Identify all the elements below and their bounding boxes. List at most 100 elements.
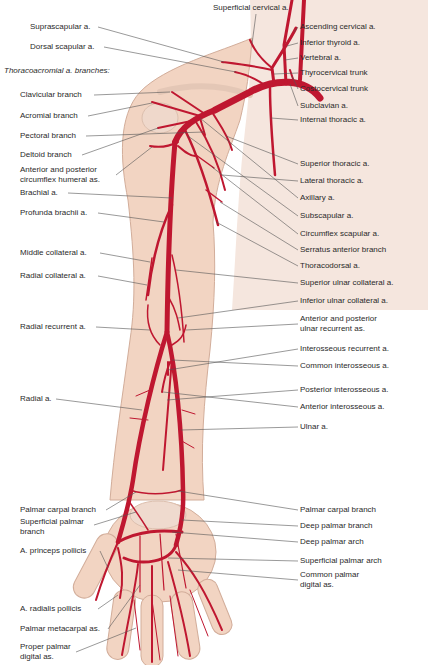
leader-line: [94, 92, 170, 95]
part-label: Subclavian a.: [300, 101, 348, 111]
leader-line: [181, 427, 298, 430]
part-label: Subscapular a.: [300, 211, 353, 221]
leader-line: [108, 585, 140, 629]
part-label: Profunda brachii a.: [20, 208, 87, 218]
part-label: Circumflex scapular a.: [300, 229, 379, 239]
leader-line: [96, 327, 150, 330]
part-label: Superior thoracic a.: [300, 159, 369, 169]
leader-line: [186, 324, 298, 330]
part-label: Middle collateral a.: [20, 248, 87, 258]
thyrocervical-trunk: [272, 28, 296, 84]
part-label: Superior ulnar collateral a.: [300, 278, 393, 288]
part-label: Posterior interosseous a.: [300, 385, 389, 395]
part-label: Ascending cervical a.: [300, 22, 376, 32]
part-label: Lateral thoracic a.: [300, 176, 364, 186]
part-label: Serratus anterior branch: [300, 245, 386, 255]
leader-line: [222, 175, 298, 181]
leader-line: [178, 301, 298, 318]
leader-line: [100, 551, 108, 568]
leader-line: [271, 118, 298, 120]
part-label: Superficial cervical a.: [213, 3, 289, 13]
part-label: Palmar metacarpal as.: [20, 624, 100, 634]
leader-line: [290, 84, 298, 106]
part-label: Thoracoacromial a. branches:: [4, 66, 110, 76]
part-label: Dorsal scapular a.: [30, 42, 94, 52]
leader-line: [98, 213, 164, 222]
deep-palmar-arch: [118, 531, 182, 542]
subscapular-branch: [185, 130, 218, 225]
leader-line: [56, 399, 142, 410]
part-label: Costocervical trunk: [300, 84, 368, 94]
proper-digital-arteries: [134, 590, 208, 660]
dorsal-scapular-branch: [235, 72, 266, 86]
torso-shape: [232, 0, 428, 310]
part-label: Palmar carpal branch: [300, 505, 376, 515]
leader-line: [188, 136, 298, 216]
part-label: Brachial a.: [20, 188, 58, 198]
leader-line: [168, 558, 298, 561]
palmar-carpal-branches: [130, 490, 182, 494]
radial-recurrent: [148, 305, 161, 345]
leader-line: [178, 491, 298, 510]
leader-line: [98, 27, 224, 62]
part-label: Radial recurrent a.: [20, 322, 86, 332]
part-label: Anterior and posterior ulnar recurrent a…: [300, 314, 395, 334]
leader-line: [200, 118, 298, 198]
superficial-palmar-branch: [128, 500, 148, 530]
leader-line: [274, 73, 298, 74]
part-label: Common palmar digital as.: [300, 570, 372, 590]
ulnar-recurrent: [172, 325, 186, 345]
leader-line: [106, 492, 136, 510]
leader-line: [172, 360, 298, 366]
part-label: Superficial palmar arch: [300, 556, 382, 566]
leader-line: [216, 222, 298, 266]
leader-line: [104, 47, 236, 72]
part-label: Vertebral a.: [300, 53, 341, 63]
part-label: Deep palmar branch: [300, 521, 372, 531]
part-label: Internal thoracic a.: [300, 115, 366, 125]
arteries: [96, 0, 320, 662]
part-label: Thyrocervical trunk: [300, 68, 368, 78]
leader-line: [292, 76, 298, 89]
collateral-branches: [146, 255, 184, 342]
leader-line: [68, 193, 172, 198]
internal-thoracic-branch: [270, 88, 275, 175]
part-label: Inferior thyroid a.: [300, 38, 360, 48]
leader-line: [94, 512, 136, 525]
thumb-arteries: [96, 542, 122, 600]
part-label: A. princeps pollicis: [20, 546, 86, 556]
brachial-artery: [167, 142, 175, 332]
part-label: Deltoid branch: [20, 150, 72, 160]
leader-line: [220, 202, 298, 250]
leader-line: [167, 390, 298, 400]
leader-lines: [56, 14, 298, 652]
leader-line: [294, 27, 298, 32]
part-label: Ulnar a.: [300, 422, 328, 432]
part-label: Suprascapular a.: [30, 22, 90, 32]
leader-line: [285, 58, 298, 60]
part-label: Radial a.: [20, 394, 52, 404]
cervical-branch: [250, 40, 272, 68]
part-label: Axillary a.: [300, 193, 335, 203]
palmar-metacarpal-arteries: [140, 534, 186, 592]
digital-arteries: [122, 552, 222, 662]
leader-line: [172, 532, 298, 542]
leader-line: [212, 167, 298, 234]
interosseous-arteries: [162, 358, 172, 470]
superficial-palmar-arch: [124, 545, 176, 562]
leader-line: [100, 253, 150, 262]
part-label: A. radialis pollicis: [20, 604, 81, 614]
part-label: Palmar carpal branch: [20, 505, 96, 515]
leader-line: [178, 570, 298, 580]
leader-line: [168, 349, 298, 370]
leader-line: [98, 276, 147, 285]
leader-line: [182, 520, 298, 526]
thumb-shape: [69, 530, 121, 602]
part-label: Inferior ulnar collateral a.: [300, 296, 388, 306]
leader-line: [226, 136, 298, 164]
suprascapular-branch: [222, 62, 272, 70]
thoracoacromial-branches: [152, 92, 205, 135]
part-label: Anterior interosseous a.: [300, 402, 385, 412]
profunda-brachii: [148, 205, 172, 295]
